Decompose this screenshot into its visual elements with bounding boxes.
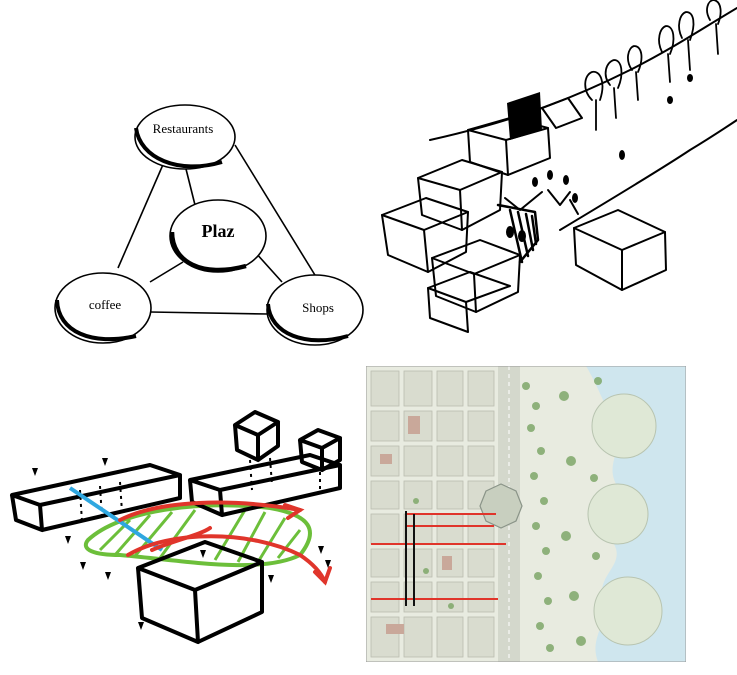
accent-buildings xyxy=(380,416,452,634)
flow-arrow-2 xyxy=(547,189,571,206)
edge-restaurants-plaz xyxy=(184,164,196,206)
long-block-left xyxy=(10,463,182,532)
flow-arrow-3 xyxy=(569,199,579,215)
edge-restaurants-shops xyxy=(234,144,319,281)
large-front-cube xyxy=(136,540,264,644)
block-middle-left xyxy=(417,159,503,231)
shops-label: Shops xyxy=(302,300,334,315)
bubble-node-coffee: coffee xyxy=(54,272,152,344)
block-lower-middle xyxy=(431,239,521,313)
coffee-label: coffee xyxy=(89,297,121,312)
floating-cube-right xyxy=(298,428,342,472)
block-right xyxy=(573,209,667,291)
tree-row xyxy=(584,0,722,131)
massing-sketch-circulation xyxy=(0,350,365,675)
edge-coffee-shops xyxy=(149,311,269,315)
red-circulation-paths xyxy=(118,500,332,586)
flow-arrow xyxy=(504,191,543,211)
bubble-diagram-svg: Restaurants Plaz coffee Shops xyxy=(54,104,364,346)
dotted-support-lines xyxy=(79,457,321,523)
bubble-diagram: Restaurants Plaz coffee Shops xyxy=(0,0,370,350)
block-lower-left xyxy=(381,197,469,273)
promenade-edge-upper xyxy=(429,7,737,141)
city-blocks xyxy=(370,370,495,658)
bubble-node-plaz: Plaz xyxy=(169,199,267,273)
bubble-node-shops: Shops xyxy=(266,274,364,346)
floating-cube-left xyxy=(233,410,280,462)
site-plan xyxy=(366,366,686,662)
massing-sketch-perspective xyxy=(370,0,737,350)
bubble-connections xyxy=(117,144,319,315)
restaurants-label: Restaurants xyxy=(153,121,214,136)
promenade-edge-lower xyxy=(559,119,737,231)
circulation-sketch-svg xyxy=(10,410,342,644)
site-plan-svg xyxy=(366,366,686,662)
circular-lawns xyxy=(587,393,663,646)
bubble-node-restaurants: Restaurants xyxy=(134,104,236,170)
massing-sketch-svg xyxy=(381,0,737,333)
edge-restaurants-coffee xyxy=(117,159,166,269)
black-structure-lines xyxy=(405,511,415,606)
plaz-label: Plaz xyxy=(202,221,235,241)
black-panel xyxy=(507,92,542,140)
blue-axis-line xyxy=(68,486,164,552)
red-connection-lines xyxy=(371,513,506,600)
edge-plaz-coffee xyxy=(149,261,184,283)
block-upper-right xyxy=(541,97,583,129)
octagon-plaza xyxy=(479,483,523,529)
people-figures xyxy=(506,74,693,242)
block-bottom xyxy=(427,271,511,333)
plan-trees xyxy=(413,377,602,652)
people-figures-lower xyxy=(32,458,331,638)
edge-plaz-shops xyxy=(254,251,283,283)
